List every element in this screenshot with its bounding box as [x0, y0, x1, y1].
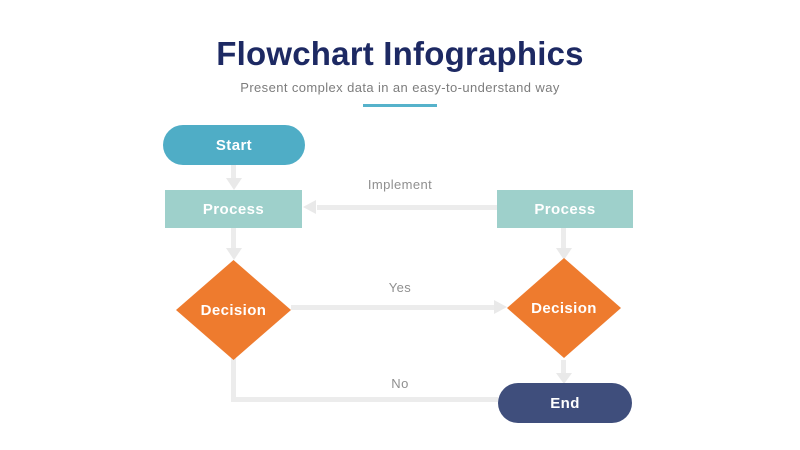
node-label: Decision — [531, 299, 597, 317]
arrow-left-icon — [303, 200, 316, 214]
connector-no-horizontal — [231, 397, 498, 402]
node-label: End — [550, 394, 580, 412]
node-process-right: Process — [497, 190, 633, 228]
edge-label-implement: Implement — [367, 177, 433, 192]
page-subtitle: Present complex data in an easy-to-under… — [240, 80, 560, 95]
connector-process-to-decision-right — [561, 228, 566, 248]
arrow-down-icon — [226, 248, 242, 260]
connector-implement — [317, 205, 497, 210]
connector-yes — [291, 305, 494, 310]
node-label: Decision — [200, 301, 267, 319]
arrow-down-icon — [226, 178, 242, 190]
connector-process-to-decision-left — [231, 228, 236, 248]
page-title: Flowchart Infographics — [216, 35, 584, 72]
edge-label-yes: Yes — [388, 280, 412, 295]
connector-start-to-process — [231, 164, 236, 178]
node-decision-right: Decision — [507, 258, 621, 358]
arrow-right-icon — [494, 300, 507, 314]
arrow-down-icon — [556, 373, 572, 384]
node-label: Process — [534, 200, 596, 218]
node-start: Start — [163, 125, 305, 165]
node-label: Process — [202, 200, 265, 218]
node-process-left: Process — [165, 190, 302, 228]
connector-decision-to-end — [561, 360, 566, 373]
node-label: Start — [215, 136, 253, 154]
node-end: End — [498, 383, 632, 423]
arrow-down-icon — [556, 248, 572, 260]
node-decision-left: Decision — [176, 260, 291, 360]
connector-no-vertical — [231, 352, 236, 402]
subtitle-underline — [363, 104, 437, 107]
edge-label-no: No — [391, 376, 409, 391]
